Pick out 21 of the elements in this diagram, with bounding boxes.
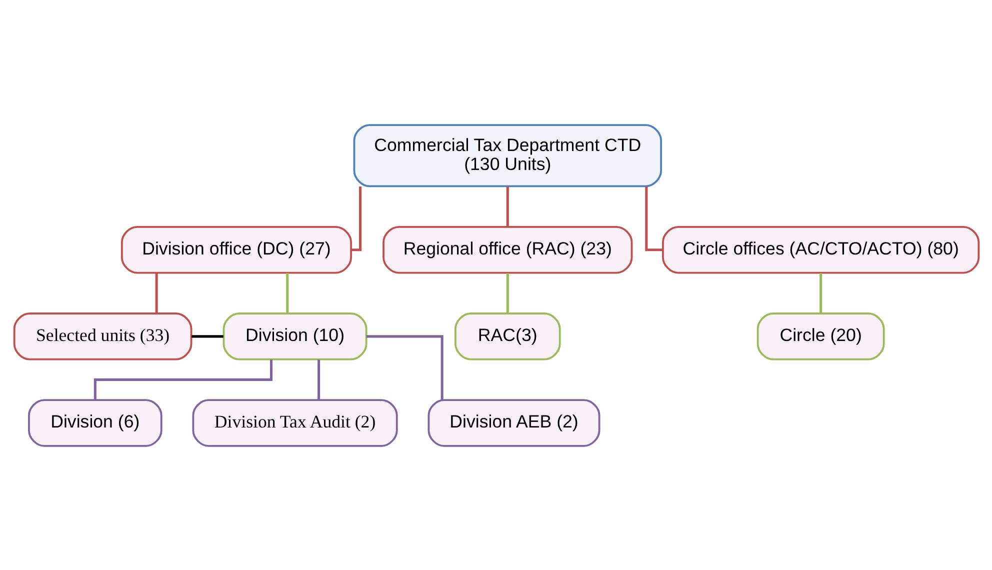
connector xyxy=(317,359,320,400)
node-box: Selected units (33) xyxy=(12,312,192,360)
node-box: Division (6) xyxy=(28,398,162,446)
node-box: RAC(3) xyxy=(454,312,560,360)
node-box: Regional office (RAC) (23) xyxy=(382,225,632,274)
node-box: Circle offices (AC/CTO/ACTO) (80) xyxy=(662,225,980,274)
connector xyxy=(191,334,223,338)
node-box: Circle (20) xyxy=(756,312,884,360)
connector xyxy=(819,272,822,313)
connector xyxy=(506,186,508,226)
connector xyxy=(350,186,362,251)
node-box: Division AEB (2) xyxy=(427,398,600,446)
connector xyxy=(93,359,272,400)
connector xyxy=(366,334,443,400)
node-box: Division office (DC) (27) xyxy=(120,225,352,274)
connector xyxy=(286,272,288,313)
node-box: Commercial Tax Department CTD (130 Units) xyxy=(352,124,662,187)
connector xyxy=(154,272,158,313)
node-box: Division (10) xyxy=(222,312,367,360)
connector xyxy=(506,272,508,313)
node-box: Division Tax Audit (2) xyxy=(192,398,398,446)
